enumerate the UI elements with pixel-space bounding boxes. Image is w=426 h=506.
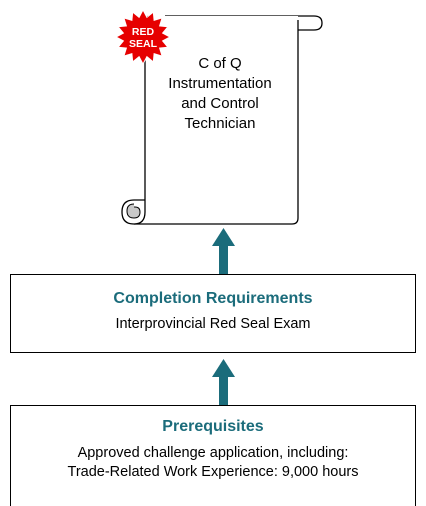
prerequisites-line-2: Trade-Related Work Experience: 9,000 hou… <box>67 464 359 480</box>
arrow-up-icon <box>212 359 235 405</box>
certificate-title-line: Technician <box>184 115 256 132</box>
certificate-title-line: C of Q <box>198 55 242 72</box>
prerequisites-title: Prerequisites <box>162 418 264 435</box>
seal-label-seal: SEAL <box>128 38 157 50</box>
scroll-bottom-curl <box>126 203 141 219</box>
prerequisites-box: Prerequisites Approved challenge applica… <box>10 405 416 506</box>
red-seal-icon <box>114 8 172 66</box>
certificate-title-line: Instrumentation <box>168 75 272 92</box>
arrow-up-icon <box>212 228 235 274</box>
completion-requirements-box: Completion Requirements Interprovincial … <box>10 274 416 353</box>
prerequisites-line-1: Approved challenge application, includin… <box>77 445 349 461</box>
completion-requirements-title: Completion Requirements <box>113 290 313 307</box>
certificate-title-line: and Control <box>181 95 259 112</box>
completion-requirements-text: Interprovincial Red Seal Exam <box>115 316 311 332</box>
certificate-title: C of Q Instrumentation and Control Techn… <box>150 54 290 134</box>
seal-label-red: RED <box>131 26 155 38</box>
